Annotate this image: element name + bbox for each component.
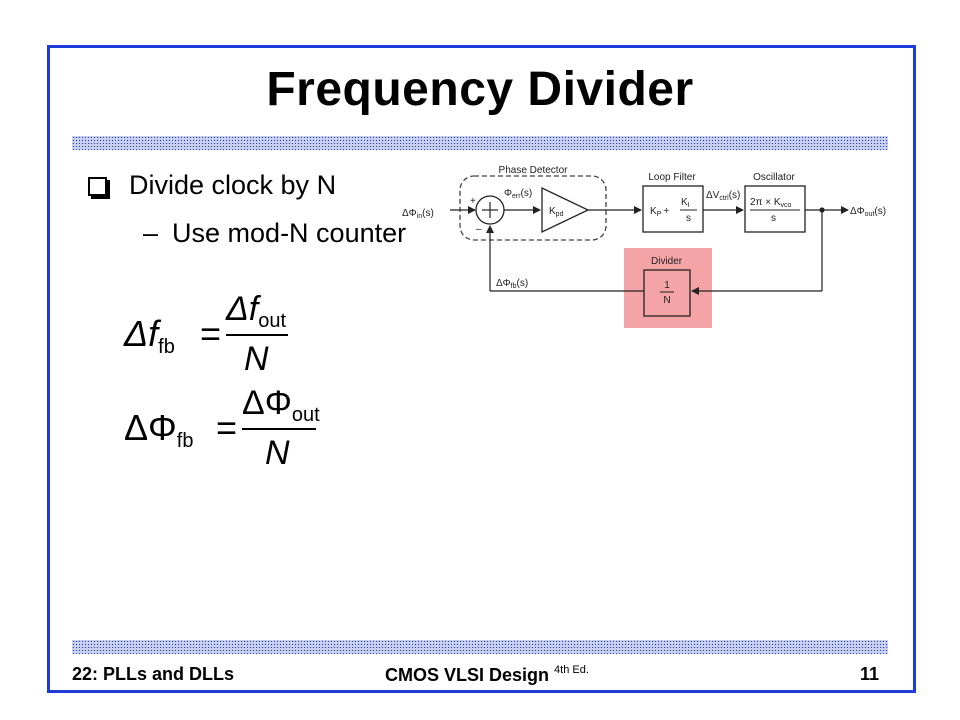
footer-chapter: 22: PLLs and DLLs	[72, 664, 235, 684]
bullet-divide-clock: Divide clock by N	[88, 170, 336, 201]
top-dotted-divider	[72, 136, 888, 150]
pll-block-diagram: Phase Detector ΔΦin(s) + – Φerr(s) Kpd L…	[402, 165, 886, 328]
eq1-equals: =	[200, 313, 221, 354]
eq1-denominator: N	[244, 340, 269, 374]
sub-bullet-counter: –Use mod-N counter	[143, 218, 406, 249]
loop-filter-s: s	[686, 213, 691, 224]
loop-filter-kp: KP+	[650, 206, 669, 218]
loop-filter-ki: KI	[681, 197, 690, 209]
vctrl-signal-label: ΔVctrl(s)	[706, 190, 740, 202]
oscillator-numerator: 2π × Kvco	[750, 197, 792, 209]
oscillator-denominator: s	[771, 213, 776, 224]
square-bullet-icon	[88, 177, 107, 196]
eq1-lhs: Δffb	[123, 313, 175, 358]
slide-title: Frequency Divider	[266, 63, 694, 116]
equation-frequency: Δffb = Δfout N	[123, 290, 288, 374]
kpd-label: Kpd	[549, 206, 564, 218]
feedback-signal-label: ΔΦfb(s)	[496, 278, 528, 290]
error-signal-label: Φerr(s)	[504, 188, 532, 200]
eq2-numerator: ΔΦout	[242, 384, 320, 426]
oscillator-label: Oscillator	[753, 172, 795, 183]
phase-detector-label: Phase Detector	[499, 165, 569, 176]
footer-page-number: 11	[860, 664, 880, 684]
divider-denominator: N	[663, 295, 670, 306]
input-signal-label: ΔΦin(s)	[402, 208, 434, 220]
divider-numerator: 1	[664, 280, 670, 291]
eq1-numerator: Δfout	[225, 290, 287, 332]
divider-label: Divider	[651, 256, 683, 267]
eq2-lhs: ΔΦfb	[124, 407, 193, 452]
bottom-dotted-divider	[72, 640, 888, 654]
output-signal-label: ΔΦout(s)	[850, 206, 886, 218]
oscillator-block	[744, 185, 806, 233]
kpd-amplifier	[541, 186, 590, 234]
slide-frame	[47, 45, 916, 693]
eq2-equals: =	[216, 407, 237, 448]
eq2-denominator: N	[265, 434, 290, 468]
summer-minus-sign: –	[476, 224, 482, 235]
dash-bullet: –	[143, 218, 159, 248]
bullet-text: Divide clock by N	[129, 170, 337, 200]
phase-detector-boundary	[459, 175, 607, 241]
sub-bullet-text: Use mod-N counter	[172, 218, 407, 248]
divider-block	[643, 269, 691, 317]
loop-filter-label: Loop Filter	[648, 172, 696, 183]
footer-book-title: CMOS VLSI Design 4th Ed.	[385, 664, 589, 685]
summer-plus-sign: +	[470, 196, 476, 207]
loop-filter-block	[642, 185, 704, 233]
equation-phase: ΔΦfb = ΔΦout N	[124, 384, 320, 468]
